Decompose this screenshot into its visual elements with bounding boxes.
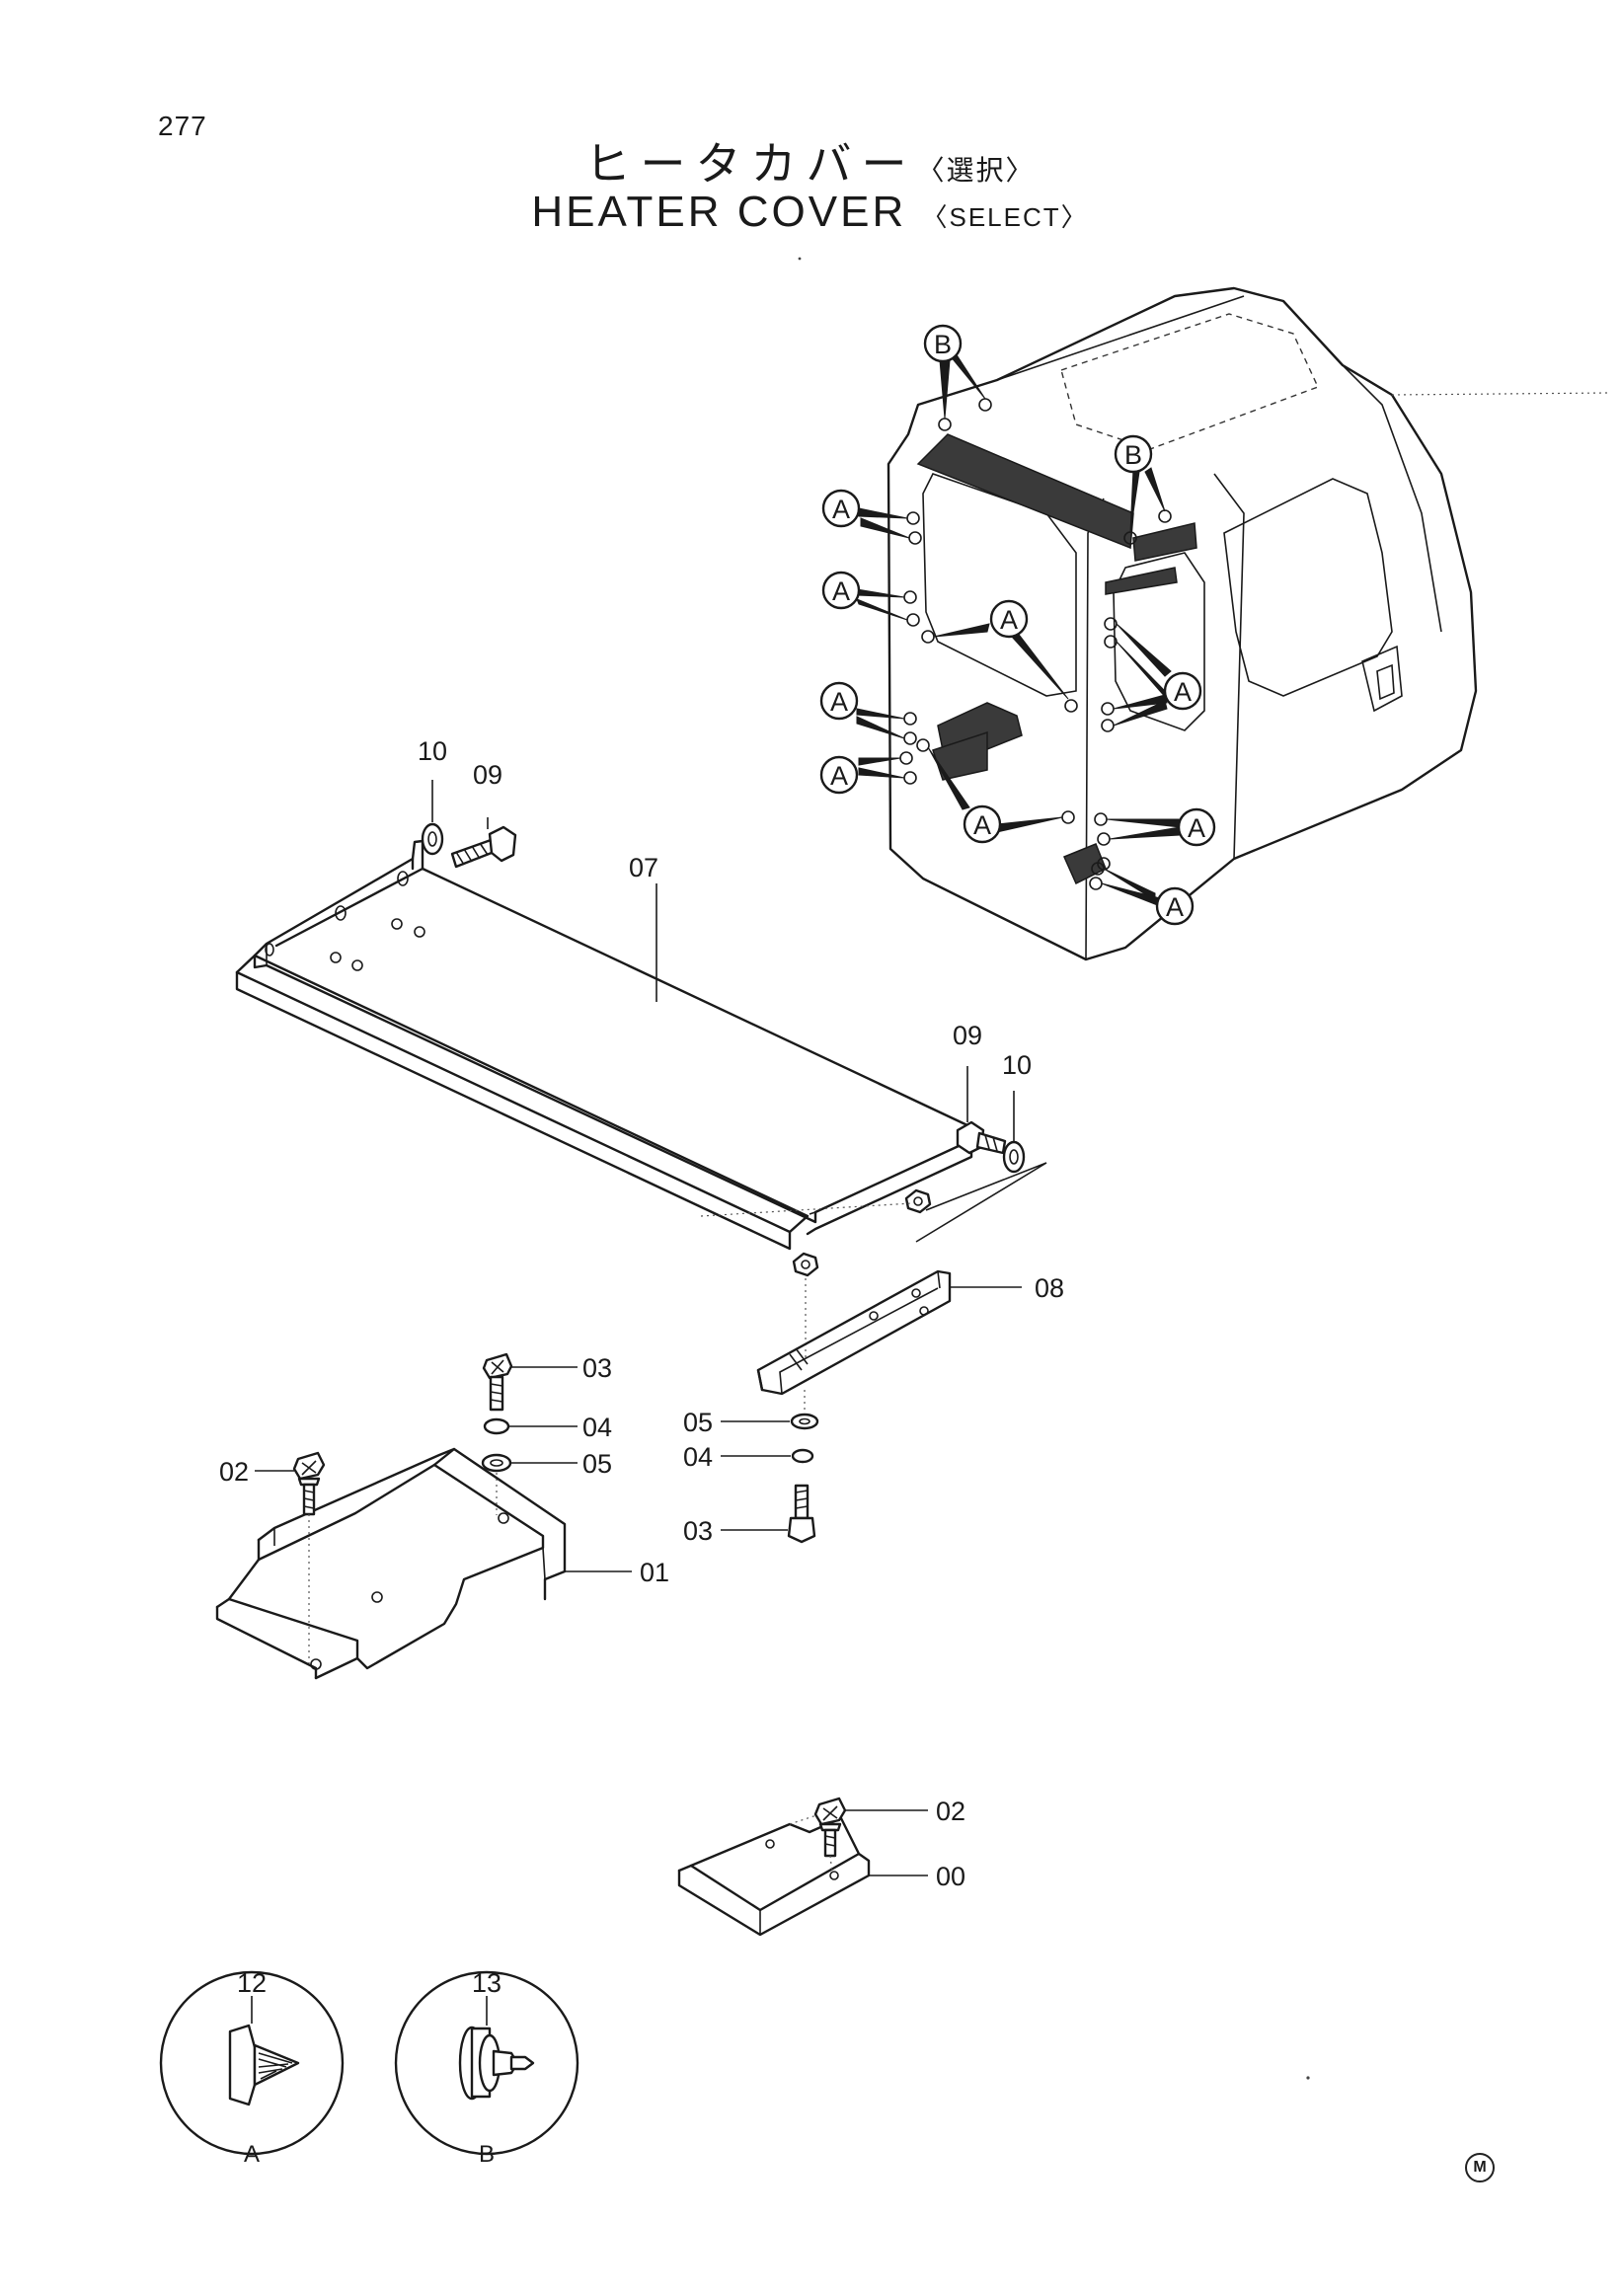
title-en-note: 〈SELECT〉 [921, 202, 1089, 232]
part-04-lockwasher-left [483, 1417, 578, 1435]
callout-a-6: A [819, 755, 859, 795]
part-02-screw-left [255, 1451, 326, 1663]
label-04-right: 04 [683, 1442, 713, 1472]
detail-label-a: A [244, 2141, 260, 2168]
title-english: HEATER COVER 〈SELECT〉 [0, 188, 1620, 237]
stray-dot-top [798, 257, 802, 261]
callout-bubbles: B B A A A A A A A A A [819, 324, 1216, 926]
part-02-screw-bottom [813, 1797, 928, 1875]
label-10-right: 10 [1002, 1050, 1032, 1080]
part-08-bracket [756, 1269, 1022, 1396]
detail-view-a [159, 1970, 345, 2156]
svg-text:A: A [973, 810, 991, 840]
label-09-left: 09 [473, 760, 502, 790]
label-00: 00 [936, 1862, 965, 1891]
callout-a-1: A [821, 489, 861, 528]
callout-a-3: A [989, 599, 1029, 639]
part-05-washer-right [721, 1413, 819, 1430]
svg-text:A: A [832, 495, 850, 524]
label-10-left: 10 [418, 736, 447, 766]
operator-cab [887, 286, 1610, 961]
part-07-cover [235, 839, 1047, 1357]
callout-a-8: A [1177, 807, 1216, 847]
svg-text:A: A [1000, 605, 1018, 635]
svg-text:A: A [830, 761, 848, 791]
label-02-left: 02 [219, 1457, 249, 1487]
label-09-right: 09 [953, 1021, 982, 1050]
callout-leaders [856, 352, 1181, 907]
svg-text:A: A [1174, 677, 1192, 707]
title-jp-text: ヒータカバー [584, 137, 917, 191]
label-05-left: 05 [582, 1449, 612, 1479]
callout-a-7: A [963, 804, 1002, 844]
part-10-washer-right [1002, 1091, 1026, 1174]
svg-text:A: A [1188, 813, 1205, 843]
label-04-left: 04 [582, 1413, 612, 1442]
title-japanese: ヒータカバー〈選択〉 [0, 128, 1620, 193]
part-03-bolt-left [482, 1352, 578, 1412]
part-01-cover [215, 1447, 632, 1680]
part-09-bolt-left [450, 817, 517, 869]
svg-text:B: B [1124, 440, 1142, 470]
part-04-lockwasher-right [721, 1448, 814, 1464]
label-01: 01 [640, 1558, 669, 1587]
label-03-left: 03 [582, 1353, 612, 1383]
detail-label-b: B [479, 2141, 495, 2168]
svg-text:B: B [934, 330, 952, 359]
manufacturer-mark: M [1465, 2153, 1495, 2182]
label-08: 08 [1035, 1273, 1064, 1303]
part-10-washer-left [421, 780, 444, 856]
title-jp-note: 〈選択〉 [916, 154, 1036, 187]
part-09-bolt-right [956, 1066, 1007, 1155]
detail-view-b [394, 1970, 579, 2156]
part-00-plate [677, 1813, 928, 1937]
label-03-right: 03 [683, 1516, 713, 1546]
stray-dot [1306, 2076, 1310, 2080]
label-05-right: 05 [683, 1408, 713, 1437]
label-02-bottom: 02 [936, 1797, 965, 1826]
svg-text:A: A [830, 687, 848, 717]
label-07: 07 [629, 853, 658, 882]
svg-text:A: A [832, 576, 850, 606]
callout-b-right: B [1114, 434, 1153, 474]
label-12: 12 [237, 1968, 267, 1998]
label-13: 13 [472, 1968, 501, 1998]
svg-text:A: A [1166, 892, 1184, 922]
callout-a-9: A [1155, 886, 1195, 926]
callout-a-4: A [819, 681, 859, 721]
part-05-washer-left [481, 1453, 578, 1473]
title-en-text: HEATER COVER [531, 188, 907, 236]
part-03-bolt-right [721, 1484, 816, 1544]
callout-b-top: B [923, 324, 963, 363]
callout-a-5: A [1163, 671, 1202, 711]
page-number: 277 [158, 111, 207, 141]
callout-a-2: A [821, 571, 861, 610]
